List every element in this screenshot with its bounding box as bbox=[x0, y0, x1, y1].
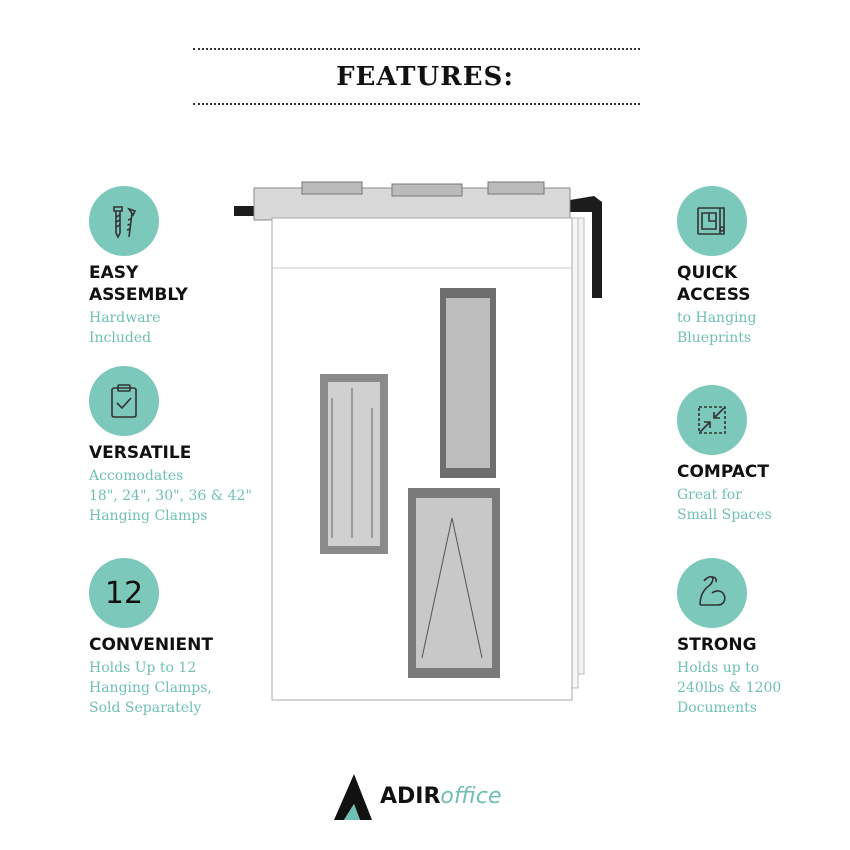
number-badge: 12 bbox=[89, 558, 159, 628]
top-dotted-rule bbox=[193, 48, 640, 50]
blueprint-icon bbox=[677, 186, 747, 256]
feature-title: EASY ASSEMBLY bbox=[89, 263, 188, 305]
logo-brand-suffix: office bbox=[440, 783, 502, 809]
flexed-arm-icon bbox=[677, 558, 747, 628]
compress-arrows-icon bbox=[677, 385, 747, 455]
feature-strong: STRONG Holds up to 240lbs & 1200 Documen… bbox=[677, 558, 850, 718]
feature-compact: COMPACT Great for Small Spaces bbox=[677, 385, 850, 525]
feature-desc: to Hanging Blueprints bbox=[677, 310, 757, 346]
feature-desc: Accomodates 18", 24", 30", 36 & 42" Hang… bbox=[89, 468, 252, 524]
feature-desc: Holds Up to 12 Hanging Clamps, Sold Sepa… bbox=[89, 660, 212, 716]
hanging-file-rack-image bbox=[234, 181, 602, 701]
page-title: FEATURES: bbox=[336, 62, 514, 92]
feature-versatile: VERSATILE Accomodates 18", 24", 30", 36 … bbox=[89, 366, 289, 526]
feature-title: CONVENIENT bbox=[89, 635, 213, 655]
screws-icon bbox=[89, 186, 159, 256]
feature-title: COMPACT bbox=[677, 462, 769, 482]
bottom-dotted-rule bbox=[193, 103, 640, 105]
feature-title: STRONG bbox=[677, 635, 757, 655]
feature-title: QUICK ACCESS bbox=[677, 263, 751, 305]
feature-desc: Great for Small Spaces bbox=[677, 487, 772, 523]
badge-number: 12 bbox=[104, 575, 144, 611]
feature-convenient: 12 CONVENIENT Holds Up to 12 Hanging Cla… bbox=[89, 558, 289, 718]
logo-mark-icon bbox=[334, 774, 372, 820]
feature-desc: Holds up to 240lbs & 1200 Documents bbox=[677, 660, 782, 716]
feature-quick-access: QUICK ACCESS to Hanging Blueprints bbox=[677, 186, 850, 348]
feature-title: VERSATILE bbox=[89, 443, 192, 463]
logo-brand: ADIR bbox=[380, 783, 441, 809]
feature-easy-assembly: EASY ASSEMBLY Hardware Included bbox=[89, 186, 289, 348]
feature-desc: Hardware Included bbox=[89, 310, 161, 346]
clipboard-check-icon bbox=[89, 366, 159, 436]
